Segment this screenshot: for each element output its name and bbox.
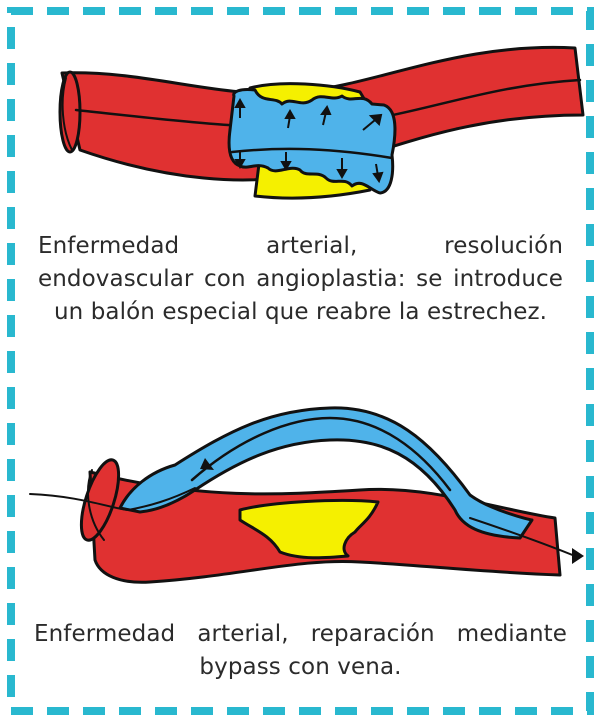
bypass-illustration <box>0 360 601 610</box>
caption-angioplasty: Enfermedad arterial, resolución endovasc… <box>38 230 563 329</box>
caption-bypass: Enfermedad arterial, reparación mediante… <box>34 618 567 684</box>
angioplasty-illustration <box>0 0 601 230</box>
